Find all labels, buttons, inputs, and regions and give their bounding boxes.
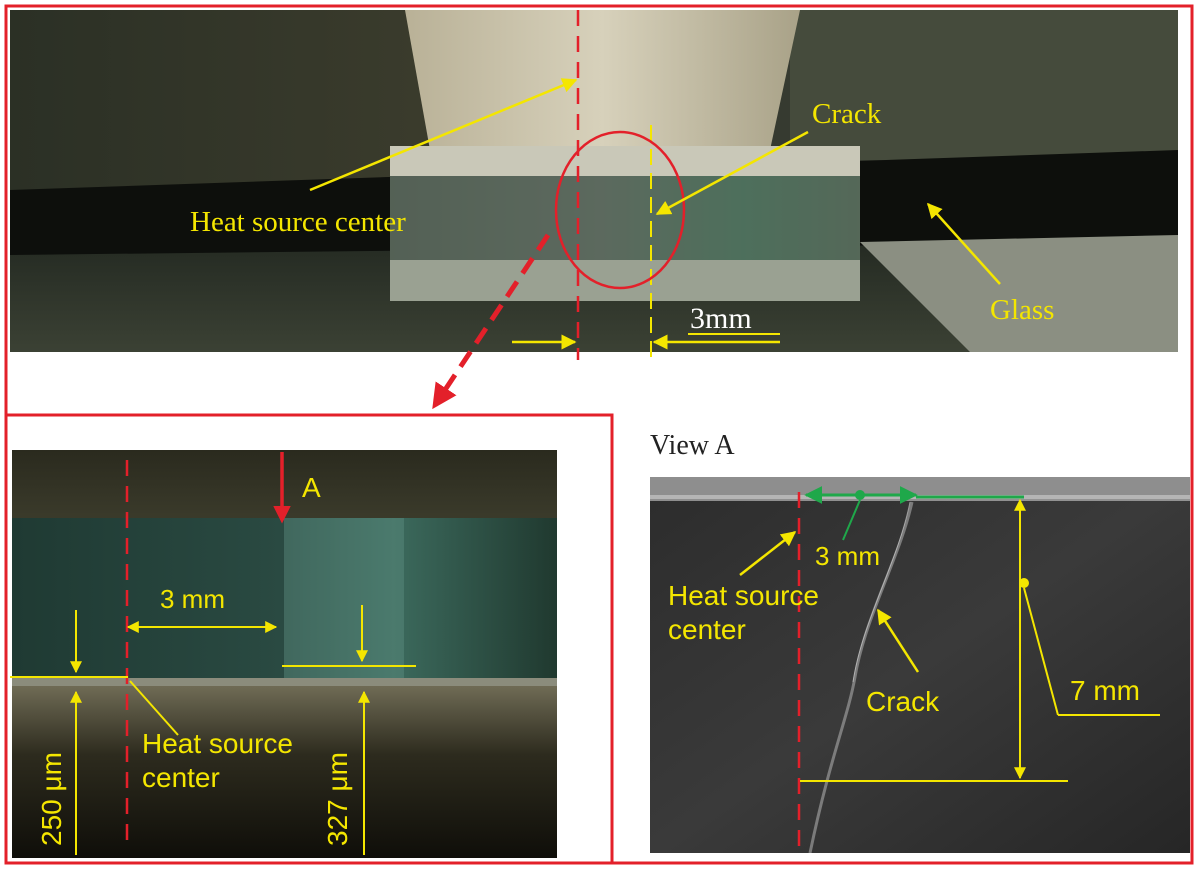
view-a-crack-label: Crack — [866, 686, 940, 717]
side-view-photo — [10, 10, 1178, 352]
crack-label: Crack — [812, 98, 882, 130]
right-thickness-label: 327 μm — [322, 752, 353, 846]
view-a-yellow-dot — [1019, 578, 1029, 588]
view-a-title: View A — [650, 430, 735, 461]
zoom-arrow — [432, 233, 551, 410]
detail-heat-source-leader — [129, 680, 179, 736]
glass-pointer — [926, 202, 1001, 285]
view-a-distance-label: 3 mm — [815, 541, 880, 571]
view-a-green-dot — [855, 490, 865, 500]
view-a-photo — [650, 477, 1190, 853]
detail-frame — [6, 413, 614, 863]
glass-label: Glass — [990, 294, 1055, 326]
detail-heat-source-label-line2: center — [142, 762, 220, 793]
view-a-marker-label: A — [302, 472, 321, 503]
heat-source-pointer — [309, 78, 578, 192]
view-a-depth-leader — [1023, 587, 1059, 716]
crack-highlight-ellipse — [554, 130, 686, 290]
heat-source-label: Heat source center — [190, 206, 406, 238]
left-thickness-label: 250 μm — [36, 752, 67, 846]
view-a-heat-source-label-line2: center — [668, 614, 746, 645]
distance-label: 3mm — [690, 302, 752, 335]
view-a-heat-source-pointer — [739, 531, 797, 576]
view-a-photo-graphic — [650, 477, 1190, 853]
view-a-crack-pointer — [876, 608, 920, 673]
crack-pointer — [655, 130, 809, 216]
cross-section-photo — [12, 450, 557, 858]
view-a-depth-label: 7 mm — [1070, 675, 1140, 706]
view-a-heat-source-label-line1: Heat source — [668, 580, 819, 611]
detail-heat-source-label-line1: Heat source — [142, 728, 293, 759]
view-a-distance-leader — [842, 499, 861, 541]
side-view-photo-graphic — [10, 10, 1178, 352]
cross-section-photo-graphic — [12, 450, 557, 858]
outer-frame — [4, 4, 1194, 865]
detail-distance-label: 3 mm — [160, 584, 225, 614]
